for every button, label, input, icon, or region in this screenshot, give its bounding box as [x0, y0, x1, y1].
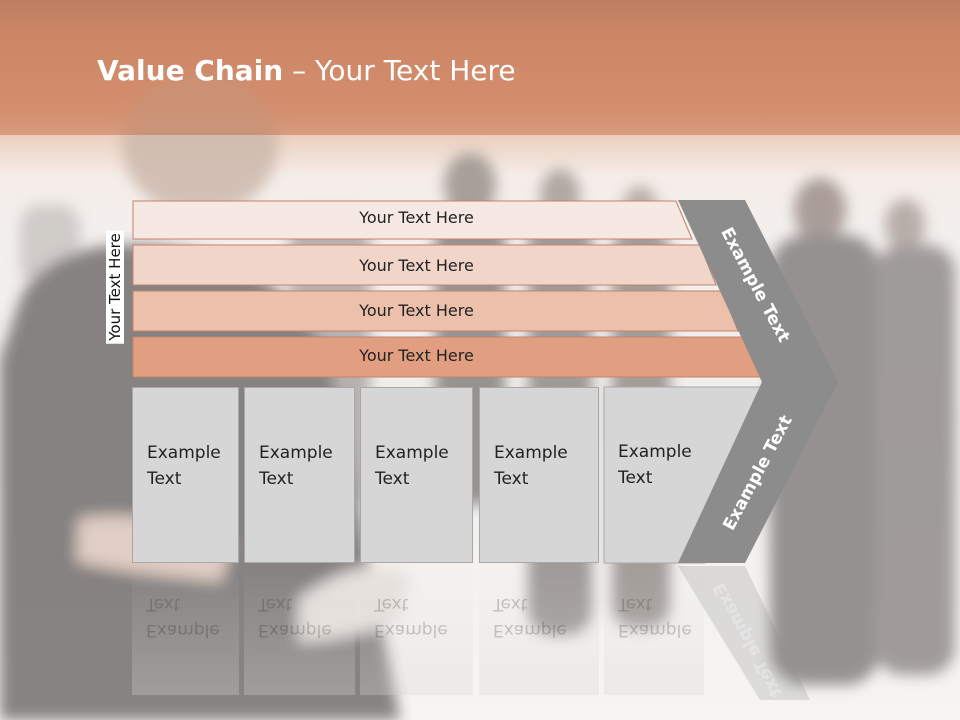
side-label-text: Your Text Here — [106, 230, 124, 344]
column-1-line2: Text — [147, 469, 182, 489]
row-label-4: Your Text Here — [359, 346, 474, 365]
reflection-3-line2: Text — [374, 594, 409, 614]
column-reflection-5: Example Text — [604, 565, 704, 695]
column-3-line1: Example — [375, 443, 449, 463]
chevron-reflection — [678, 566, 810, 700]
column-reflection-1: Example Text — [132, 565, 239, 695]
row-label-1: Your Text Here — [359, 208, 474, 227]
reflection-5-line1: Example — [618, 620, 692, 640]
column-3-line2: Text — [375, 469, 410, 489]
row-bar-2 — [132, 244, 717, 286]
chevron-arrow — [678, 200, 838, 563]
reflection-1-line1: Example — [146, 620, 220, 640]
reflection-2-line2: Text — [258, 594, 293, 614]
column-5-line2: Text — [618, 468, 653, 488]
title-rest: – Your Text Here — [283, 54, 516, 87]
reflection-2-line1: Example — [258, 620, 332, 640]
column-reflection-3: Example Text — [360, 565, 473, 695]
column-reflection-2: Example Text — [244, 565, 355, 695]
reflection-1-line2: Text — [146, 594, 181, 614]
column-1-line1: Example — [147, 443, 221, 463]
reflection-5-line2: Text — [618, 594, 653, 614]
column-2-line2: Text — [259, 469, 294, 489]
column-reflection-4: Example Text — [479, 565, 599, 695]
row-bar-1 — [132, 200, 693, 240]
slide-title: Value Chain – Your Text Here — [97, 54, 516, 87]
column-5-line1: Example — [618, 442, 692, 462]
row-label-2: Your Text Here — [359, 256, 474, 275]
reflection-4-line2: Text — [493, 594, 528, 614]
column-4-line1: Example — [494, 443, 568, 463]
title-bold: Value Chain — [97, 54, 284, 87]
column-4-line2: Text — [494, 469, 529, 489]
row-bar-3 — [132, 290, 739, 332]
column-2-line1: Example — [259, 443, 333, 463]
row-label-3: Your Text Here — [359, 301, 474, 320]
reflection-3-line1: Example — [374, 620, 448, 640]
reflection-4-line1: Example — [493, 620, 567, 640]
